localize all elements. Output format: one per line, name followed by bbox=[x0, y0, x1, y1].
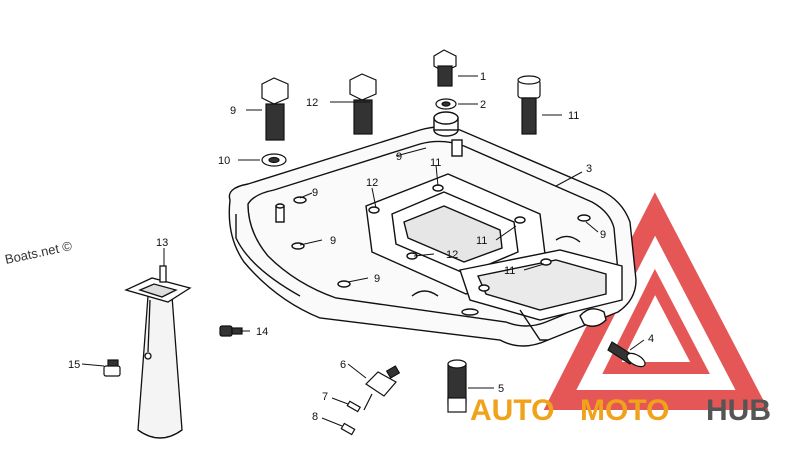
part-1-bolt bbox=[433, 49, 457, 87]
callout-3: 3 bbox=[586, 163, 592, 175]
callout-11-top: 11 bbox=[430, 157, 441, 169]
logo-text-auto: AUTO bbox=[470, 394, 554, 427]
part-12-bolt bbox=[349, 73, 377, 135]
part-13-housing bbox=[124, 265, 192, 439]
part-5-stud bbox=[447, 359, 467, 413]
logo-text-hub: HUB bbox=[706, 394, 771, 427]
callout-13: 13 bbox=[156, 237, 168, 249]
callout-9-left-lower: 9 bbox=[374, 273, 380, 285]
callout-9-boss: 9 bbox=[396, 151, 402, 163]
logo-text-moto: MOTO bbox=[580, 394, 669, 427]
callout-14: 14 bbox=[256, 326, 268, 338]
part-15-screw bbox=[103, 359, 121, 377]
callout-9-right: 9 bbox=[600, 229, 606, 241]
callout-labels: 1 2 3 4 5 6 7 8 9 9 9 9 9 9 10 11 11 11 … bbox=[68, 71, 654, 423]
callout-11-middle: 11 bbox=[476, 235, 487, 247]
callout-2: 2 bbox=[480, 99, 486, 111]
callout-11-screw: 11 bbox=[568, 110, 579, 122]
part-8-pin bbox=[340, 422, 356, 436]
part-11-screw bbox=[517, 75, 541, 135]
callout-9-bolt: 9 bbox=[230, 105, 236, 117]
part-9-bolt bbox=[261, 77, 289, 141]
automotohub-logo-text: AUTO MOTO HUB bbox=[470, 394, 771, 427]
part-7-pin bbox=[346, 400, 362, 413]
callout-6: 6 bbox=[340, 359, 346, 371]
callout-11-lower: 11 bbox=[504, 265, 515, 277]
callout-12-center: 12 bbox=[446, 249, 458, 261]
callout-7: 7 bbox=[322, 391, 328, 403]
callout-1: 1 bbox=[480, 71, 486, 83]
part-2-washer bbox=[435, 98, 457, 110]
part-6-sensor bbox=[363, 365, 401, 411]
part-3-adapter-plate bbox=[228, 111, 637, 347]
part-4-bolt bbox=[607, 341, 646, 368]
callout-8: 8 bbox=[312, 411, 318, 423]
callout-12-bolt: 12 bbox=[306, 97, 318, 109]
callout-5: 5 bbox=[498, 383, 504, 395]
copyright-watermark: Boats.net © bbox=[4, 238, 74, 267]
callout-15: 15 bbox=[68, 359, 80, 371]
callout-9-left-middle: 9 bbox=[330, 235, 336, 247]
callout-12-plate: 12 bbox=[366, 177, 378, 189]
callout-4: 4 bbox=[648, 333, 654, 345]
callout-9-left-upper: 9 bbox=[312, 187, 318, 199]
callout-10: 10 bbox=[218, 155, 230, 167]
part-14-screw bbox=[219, 325, 243, 337]
part-10-washer bbox=[261, 153, 287, 167]
leader-lines bbox=[81, 75, 645, 427]
